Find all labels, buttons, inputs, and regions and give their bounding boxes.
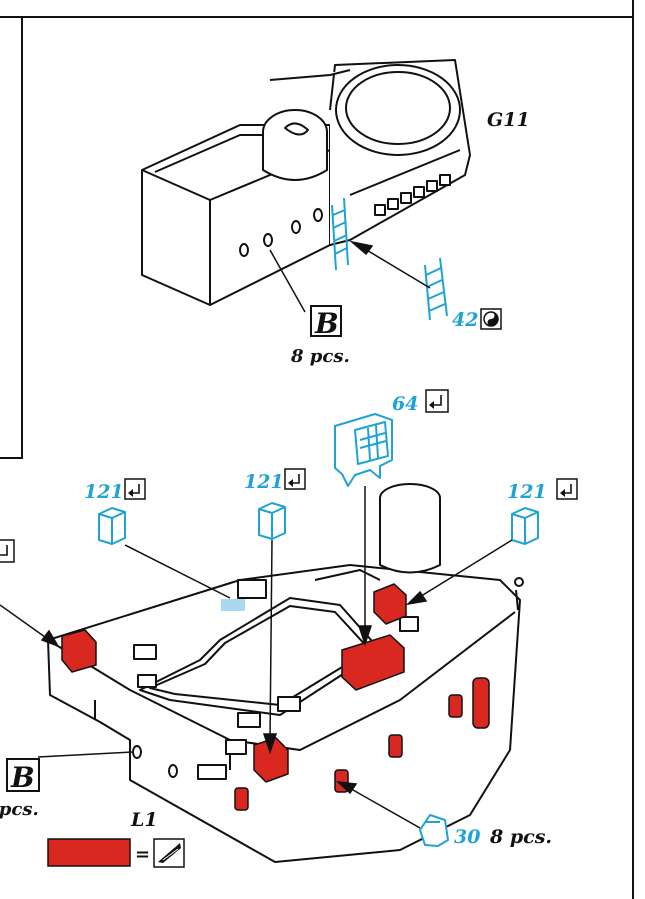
glue-return-icon-edge	[0, 539, 15, 563]
label-121-mid: 121	[244, 471, 284, 493]
label-paint-code: L1	[130, 809, 158, 831]
brush-icon	[153, 838, 185, 868]
leader-lines-top	[269, 240, 431, 313]
ladder-installed	[331, 197, 349, 271]
label-part-30-qty: 8 pcs.	[489, 826, 552, 848]
label-b-bottom: B	[10, 761, 35, 794]
ladder-part	[424, 257, 448, 321]
g11-structure	[141, 59, 471, 306]
label-b-top: B	[314, 307, 339, 340]
label-121-left: 121	[84, 481, 124, 503]
label-paint-equals: =	[135, 844, 150, 865]
blue-loose-parts	[98, 413, 539, 847]
glue-return-icon-121-mid	[284, 468, 306, 490]
glue-return-icon-121-left	[124, 478, 146, 500]
label-part-64: 64	[392, 393, 418, 415]
b-box-bottom	[6, 758, 40, 792]
leader-lines-bottom	[0, 486, 513, 829]
label-b-bottom-qty: 8 pcs.	[0, 799, 39, 820]
main-deck-structure	[47, 483, 524, 863]
b-box-top	[310, 305, 342, 337]
label-part-30: 30	[454, 826, 480, 848]
glue-return-icon-121-right	[556, 478, 578, 500]
glue-return-icon-64	[425, 389, 449, 413]
label-121-right: 121	[507, 481, 547, 503]
label-part-42: 42	[452, 309, 478, 331]
glue-spot	[221, 599, 245, 611]
yin-yang-icon	[480, 308, 502, 330]
red-painted-parts	[61, 583, 490, 811]
label-g11: G11	[487, 109, 530, 131]
label-b-top-qty: 8 pcs.	[290, 346, 350, 367]
paint-swatch-red	[47, 838, 131, 867]
